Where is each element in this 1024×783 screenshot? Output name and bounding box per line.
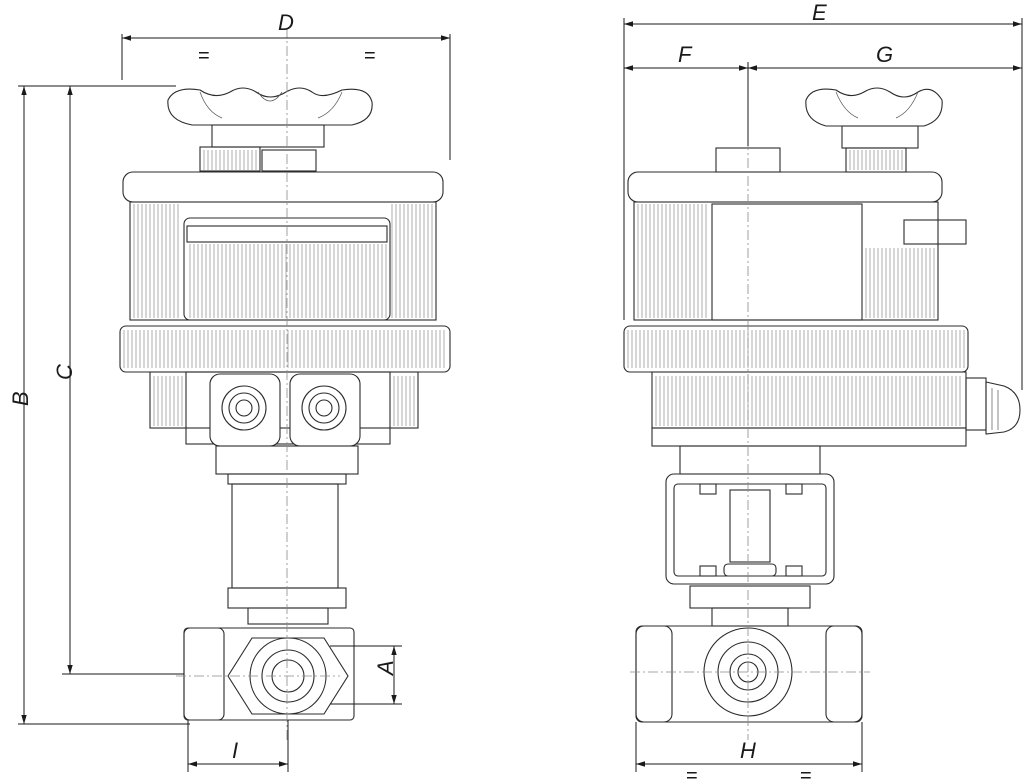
handwheel-front — [167, 87, 373, 148]
dimension-D: D = = — [121, 10, 451, 160]
equal-mark-h-left: = — [686, 765, 698, 783]
dimension-B: B — [8, 85, 190, 725]
dimension-label-F: F — [678, 42, 693, 67]
dimension-label-A: A — [373, 660, 398, 677]
dimension-label-B: B — [8, 391, 33, 406]
equal-mark-d-right: = — [364, 45, 376, 67]
cable-gland-side — [965, 377, 1021, 435]
dimension-label-H: H — [740, 738, 756, 763]
front-view — [119, 28, 451, 740]
connector-right-front — [289, 373, 361, 447]
connector-left-front — [209, 373, 281, 447]
dimension-I: I — [187, 720, 289, 772]
dimension-label-D: D — [278, 10, 294, 35]
handwheel-side — [805, 87, 943, 149]
valve-body-front — [183, 627, 355, 721]
dimension-A: A — [330, 645, 402, 705]
dimension-label-C: C — [52, 364, 77, 380]
dimension-F-G: F G — [624, 42, 1022, 146]
side-view — [623, 87, 1021, 740]
dimension-C: C — [52, 85, 184, 675]
dimension-H: H = = — [635, 722, 863, 783]
dimension-label-G: G — [876, 42, 893, 67]
dimension-label-E: E — [812, 0, 827, 25]
dimension-label-I: I — [232, 738, 238, 763]
equal-mark-d-left: = — [198, 45, 210, 67]
valve-body-side — [635, 625, 863, 723]
equal-mark-h-right: = — [800, 765, 812, 783]
